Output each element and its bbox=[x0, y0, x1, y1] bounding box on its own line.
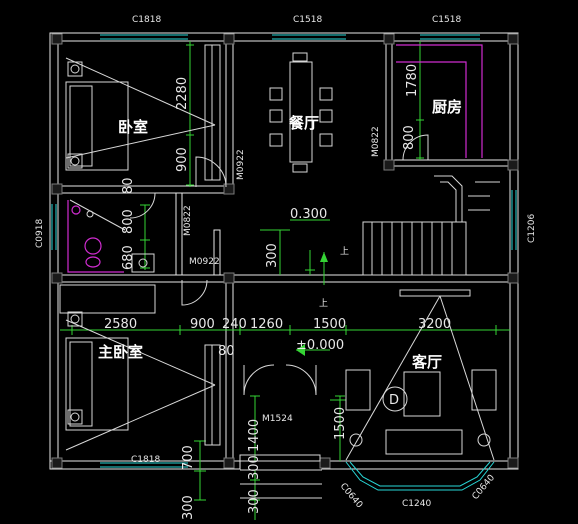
door-label-bath: M0822 bbox=[183, 205, 193, 236]
living-furniture bbox=[345, 289, 497, 461]
window-label-left: C0918 bbox=[35, 219, 45, 248]
windows bbox=[51, 34, 517, 491]
dim-300-entry-a: 300 bbox=[247, 455, 262, 480]
dim-80-upper: 80 bbox=[121, 177, 136, 194]
dining-set bbox=[269, 52, 333, 173]
level-ground: ±0.000 bbox=[296, 338, 344, 353]
dim-240: 240 bbox=[222, 317, 247, 332]
column-markers bbox=[51, 33, 519, 469]
dim-1500-upper: 1500 bbox=[313, 317, 346, 332]
stair-mark-a: 上 bbox=[340, 246, 349, 257]
dim-1400: 1400 bbox=[247, 419, 262, 452]
window-label-top-right: C1518 bbox=[432, 15, 461, 25]
window-label-top-mid: C1518 bbox=[293, 15, 322, 25]
dim-1500-lower: 1500 bbox=[333, 407, 348, 440]
bathroom-fixtures bbox=[67, 199, 155, 273]
dim-900-upper: 900 bbox=[175, 147, 190, 172]
dim-680: 680 bbox=[121, 245, 136, 270]
dim-800-bath: 800 bbox=[121, 209, 136, 234]
dim-1260: 1260 bbox=[250, 317, 283, 332]
kitchen-counter bbox=[396, 44, 483, 158]
dim-900-lower: 900 bbox=[190, 317, 215, 332]
entry-doors bbox=[239, 364, 322, 499]
living-label: 客厅 bbox=[411, 353, 442, 371]
bedroom-label: 卧室 bbox=[118, 118, 148, 136]
axis-circle bbox=[382, 386, 408, 412]
window-label-bottom-left: C1818 bbox=[131, 455, 160, 465]
master-bedroom-label: 主卧室 bbox=[98, 343, 143, 361]
interior-doors bbox=[129, 134, 429, 306]
kitchen-label: 厨房 bbox=[432, 98, 462, 116]
level-upper: 0.300 bbox=[290, 207, 327, 222]
dining-label: 餐厅 bbox=[289, 114, 319, 132]
dim-300-stair: 300 bbox=[265, 243, 280, 268]
bedroom-bed bbox=[65, 44, 221, 181]
door-label-kitchen: M0822 bbox=[371, 126, 381, 157]
axis-label: D bbox=[389, 393, 399, 408]
door-label-bedroom: M0922 bbox=[236, 149, 246, 180]
door-label-lobby: M0922 bbox=[189, 257, 220, 267]
dim-300-entry-b: 300 bbox=[247, 489, 262, 514]
window-label-right: C1206 bbox=[527, 214, 537, 243]
door-label-entry: M1524 bbox=[262, 414, 293, 424]
window-label-bottom-center: C1240 bbox=[402, 499, 431, 509]
dim-700: 700 bbox=[181, 445, 196, 470]
outer-walls bbox=[49, 32, 519, 470]
stair-mark-b: 上 bbox=[319, 298, 328, 309]
master-bed bbox=[59, 284, 221, 451]
dim-2280: 2280 bbox=[175, 77, 190, 110]
dim-3200: 3200 bbox=[418, 317, 451, 332]
dim-2580: 2580 bbox=[104, 317, 137, 332]
dim-80-lower: 80 bbox=[218, 344, 235, 359]
dim-1780: 1780 bbox=[405, 64, 420, 97]
window-label-top-left: C1818 bbox=[132, 15, 161, 25]
dim-800-kitchen: 800 bbox=[402, 125, 417, 150]
dim-300-bottom-left: 300 bbox=[181, 495, 196, 520]
staircase bbox=[362, 175, 500, 276]
